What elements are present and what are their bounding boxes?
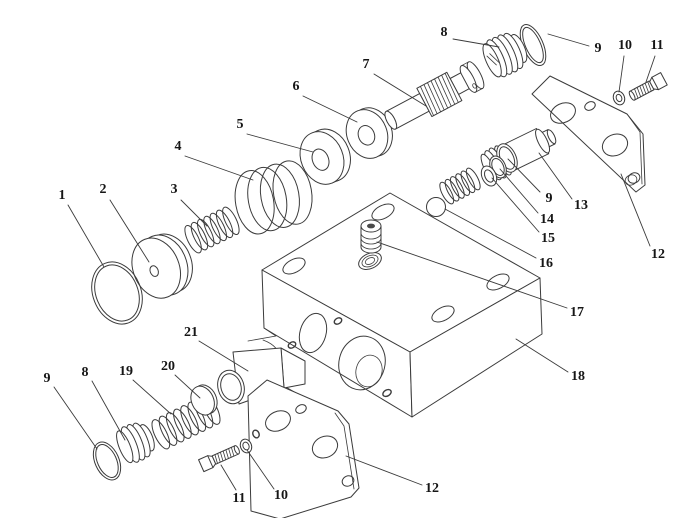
part-o-ring-bottom [92,441,122,481]
callout-leader-end-plate-bottom [345,455,423,486]
callout-number-end-plate-top: 12 [651,247,665,262]
callout-number-disc: 20 [161,359,175,374]
part-thick-washer [299,128,351,185]
callout-leader-thick-washer [246,133,314,153]
callout-number-washer-top: 10 [618,38,632,53]
callout-number-washer-bottom: 10 [274,488,288,503]
part-seat-washer [480,165,498,187]
part-hex-bolt-bottom [198,445,240,473]
callout-leader-washer-top [618,55,625,93]
part-valve-block [247,192,543,424]
part-spring-mid [439,167,481,205]
callout-leader-piston-screw [373,73,427,107]
callout-leader-disc [174,374,201,399]
part-grooved-disc [131,233,193,299]
callout-leader-seat-washer [491,177,540,233]
callout-number-hex-bolt-top: 11 [650,38,663,53]
callout-number-ribbed-plug-top: 8 [441,25,448,40]
callout-number-spring-bottom: 19 [119,364,133,379]
callout-number-spring-large: 4 [175,139,182,154]
part-check-ball [426,197,446,217]
callout-number-sleeve-plug: 13 [574,198,588,213]
part-hex-bolt-top [628,72,668,101]
part-washer-bottom [239,438,253,454]
callout-number-threaded-plug: 17 [570,305,584,320]
callout-leader-threaded-plug [376,241,568,309]
callout-number-o-ring-large: 1 [59,188,66,203]
callout-leader-ribbed-plug-top [452,38,500,48]
callout-leader-o-ring-top [547,33,590,47]
callout-number-spring-small: 3 [171,182,178,197]
callout-leader-washer-bottom [246,449,275,490]
callout-number-o-ring-top: 9 [595,41,602,56]
callout-leader-o-ring-bottom [53,386,98,450]
part-piston-screw [384,61,485,130]
callout-leader-backup-ring [499,168,539,214]
callout-leader-spring-large [184,155,254,181]
callout-leader-boss-sleeve [198,340,249,372]
callout-leader-o-ring-large [67,204,105,268]
part-disc [190,384,218,416]
callout-number-check-ball: 16 [539,256,553,271]
callout-leader-sleeve-plug [538,152,573,200]
callout-leader-thin-washer [302,95,358,123]
part-ribbed-plug-bottom [116,422,155,464]
part-spring-small [184,206,240,254]
callout-number-thick-washer: 5 [237,117,244,132]
callout-number-hex-bolt-bottom: 11 [232,491,245,506]
part-washer-top [612,90,626,106]
callout-leader-hex-bolt-bottom [220,464,237,491]
callout-number-grooved-disc: 2 [100,182,107,197]
callout-number-piston-screw: 7 [363,57,370,72]
callout-leader-grooved-disc [109,199,150,263]
callout-leader-o-ring-mid [507,158,541,193]
callout-number-o-ring-mid: 9 [546,191,553,206]
part-threaded-plug [360,219,382,254]
callout-leader-end-plate-top [620,173,651,247]
callout-leader-valve-block [515,338,569,373]
callout-number-boss-sleeve: 21 [184,325,198,340]
part-ribbed-plug-top [482,32,528,78]
part-end-plate-bottom [247,379,360,518]
callout-number-seat-washer: 15 [541,231,555,246]
callout-number-valve-block: 18 [571,369,585,384]
callout-leader-hex-bolt-top [645,55,656,83]
callout-leader-ribbed-plug-bottom [91,380,126,441]
callout-number-thin-washer: 6 [293,79,300,94]
part-spring-large [234,160,313,235]
callout-leader-check-ball [444,208,537,259]
callout-number-ribbed-plug-bottom: 8 [82,365,89,380]
callout-number-o-ring-bottom: 9 [44,371,51,386]
callout-leader-spring-bottom [132,379,172,415]
part-o-ring-large [91,261,143,325]
part-end-plate-top [531,75,646,193]
callout-number-end-plate-bottom: 12 [425,481,439,496]
callout-number-backup-ring: 14 [540,212,554,227]
callout-leader-spring-small [180,199,208,227]
